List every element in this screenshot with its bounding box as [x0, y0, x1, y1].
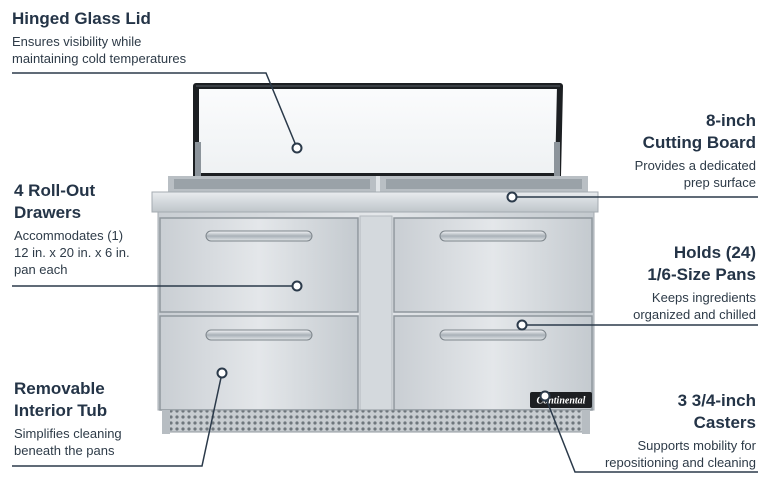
leader-lines [12, 72, 758, 473]
left-hinge [195, 142, 201, 182]
leader-casters [544, 395, 758, 473]
leader-dots [216, 142, 551, 402]
glass-lid-desc: Ensures visibility while maintaining col… [12, 34, 187, 66]
brand-badge-text: Continental [537, 396, 586, 407]
glass-lid [193, 83, 563, 179]
right-hinge [554, 142, 560, 182]
drawers-title: 4 Roll-Out Drawers [14, 181, 96, 222]
dot-drawers [291, 280, 303, 292]
cutting-board-desc: Provides a dedicated prep surface [634, 158, 756, 190]
pan-well [168, 176, 588, 192]
dot-tub [216, 367, 228, 379]
drawer-top-left [159, 217, 359, 313]
dot-pans [516, 319, 528, 331]
dot-cutting-board [506, 191, 518, 203]
center-post [359, 215, 393, 411]
callout-pans: Holds (24) 1/6-Size Pans Keeps ingredien… [633, 242, 756, 323]
base-grille [167, 409, 585, 433]
drawer-top-right [393, 217, 593, 313]
callout-glass-lid: Hinged Glass Lid Ensures visibility whil… [12, 8, 186, 67]
leader-tub [12, 372, 223, 467]
callout-drawers: 4 Roll-Out Drawers Accommodates (1) 12 i… [14, 180, 130, 278]
pans-title: Holds (24) 1/6-Size Pans [647, 243, 756, 284]
brand-badge: Continental [530, 392, 592, 408]
callout-casters: 3 3/4-inch Casters Supports mobility for… [605, 390, 756, 471]
tub-desc: Simplifies cleaning beneath the pans [14, 426, 122, 458]
right-leg [582, 410, 590, 434]
dot-glass-lid [291, 142, 303, 154]
cutting-board-title: 8-inch Cutting Board [642, 111, 756, 152]
leader-glass-lid [12, 72, 298, 149]
tub-title: Removable Interior Tub [14, 379, 108, 420]
pans-desc: Keeps ingredients organized and chilled [633, 290, 756, 322]
casters-title: 3 3/4-inch Casters [677, 391, 756, 432]
dot-casters [539, 390, 551, 402]
drawer-bottom-right [393, 315, 593, 411]
drawer-bottom-left [159, 315, 359, 411]
left-leg [162, 410, 170, 434]
glass-lid-title: Hinged Glass Lid [12, 9, 151, 28]
casters-desc: Supports mobility for repositioning and … [604, 438, 756, 470]
callout-tub: Removable Interior Tub Simplifies cleani… [14, 378, 122, 459]
cutting-board [151, 191, 599, 213]
callout-cutting-board: 8-inch Cutting Board Provides a dedicate… [635, 110, 756, 191]
drawers-desc: Accommodates (1) 12 in. x 20 in. x 6 in.… [14, 228, 130, 277]
